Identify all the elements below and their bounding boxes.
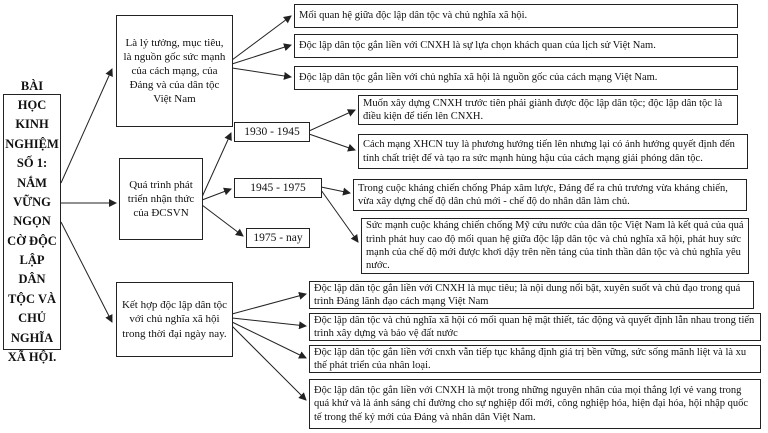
branch3-item-3: Độc lập dân tộc gắn liền với cnxh vẫn ti… [309,345,761,373]
branch3-item-1-text: Độc lập dân tộc gắn liền với CNXH là mục… [314,282,741,307]
arrow-p2-item2 [320,189,359,243]
branch1-item-3-text: Độc lập dân tộc gắn liền với chủ nghĩa x… [299,72,658,84]
branch3-item-3-text: Độc lập dân tộc gắn liền với cnxh vẫn ti… [314,346,747,371]
arrow-b3-item2 [231,317,307,330]
branch3-item-2: Độc lập dân tộc và chủ nghĩa xã hội có m… [309,313,761,341]
branch1-item-2: Độc lập dân tộc gắn liền với CNXH là sự … [294,34,738,58]
branch3-item-2-text: Độc lập dân tộc và chủ nghĩa xã hội có m… [314,314,755,339]
arrow-b2-period2 [201,187,232,201]
branch1-item-1: Mối quan hệ giữa độc lập dân tộc và chủ … [294,4,738,28]
period1-item-1-text: Muốn xây dựng CNXH trước tiên phải giành… [363,97,723,122]
period2-item-2-text: Sức mạnh cuộc kháng chiến chống Mỹ cứu n… [366,220,744,272]
period-1-label: 1930 - 1945 [244,125,300,138]
branch3-label: Kết hợp độc lập dân tộc với chủ nghĩa xã… [121,299,228,340]
arrow-b3-item3 [231,321,307,359]
arrow-b1-item2 [231,43,292,65]
arrow-b3-item1 [231,291,307,315]
period-1975-nay: 1975 - nay [246,228,310,248]
branch2-node: Quá trình phát triển nhận thức của ĐCSVN [119,158,203,240]
branch1-item-1-text: Mối quan hệ giữa độc lập dân tộc và chủ … [299,10,528,22]
period-2-label: 1945 - 1975 [250,181,306,194]
branch3-node: Kết hợp độc lập dân tộc với chủ nghĩa xã… [116,282,233,357]
branch3-item-4: Độc lập dân tộc gắn liền với CNXH là một… [309,379,761,429]
arrow-b2-period3 [201,204,244,237]
period1-item-2: Cách mạng XHCN tuy là phương hướng tiến … [358,134,748,169]
branch3-item-1: Độc lập dân tộc gắn liền với CNXH là mục… [309,281,754,309]
arrow-b1-item3 [231,67,292,80]
branch1-item-2-text: Độc lập dân tộc gắn liền với CNXH là sự … [299,40,656,52]
branch1-item-3: Độc lập dân tộc gắn liền với chủ nghĩa x… [294,66,738,90]
arrow-b1-item1 [231,15,292,61]
period-1945-1975: 1945 - 1975 [234,178,322,198]
period2-item-1: Trong cuộc kháng chiến chống Pháp xâm lư… [353,179,747,211]
period-1930-1945: 1930 - 1945 [234,122,310,142]
arrow-p2-item1 [320,186,351,196]
branch1-label: Là lý tưởng, mục tiêu, là nguồn gốc sức … [123,36,226,106]
arrow-b3-item4 [231,325,307,401]
root-title: BÀI HỌC KINH NGHIỆM SỐ 1: NẮM VỮNG NGỌN … [5,78,59,364]
arrow-p1-item1 [308,109,356,132]
period1-item-1: Muốn xây dựng CNXH trước tiên phải giành… [358,95,738,125]
branch2-label: Quá trình phát triển nhận thức của ĐCSVN [127,178,195,220]
arrow-root-branch1 [60,68,113,184]
period2-item-2: Sức mạnh cuộc kháng chiến chống Mỹ cứu n… [361,218,749,274]
arrow-root-branch3 [60,221,113,323]
root-node: BÀI HỌC KINH NGHIỆM SỐ 1: NẮM VỮNG NGỌN … [3,79,61,364]
branch1-node: Là lý tưởng, mục tiêu, là nguồn gốc sức … [116,15,233,127]
arrow-b2-period1 [201,132,232,198]
arrow-p1-item2 [308,133,356,152]
period2-item-1-text: Trong cuộc kháng chiến chống Pháp xâm lư… [358,182,728,207]
period-3-label: 1975 - nay [253,231,303,244]
period1-item-2-text: Cách mạng XHCN tuy là phương hướng tiến … [363,139,735,164]
branch3-item-4-text: Độc lập dân tộc gắn liền với CNXH là một… [314,384,749,423]
